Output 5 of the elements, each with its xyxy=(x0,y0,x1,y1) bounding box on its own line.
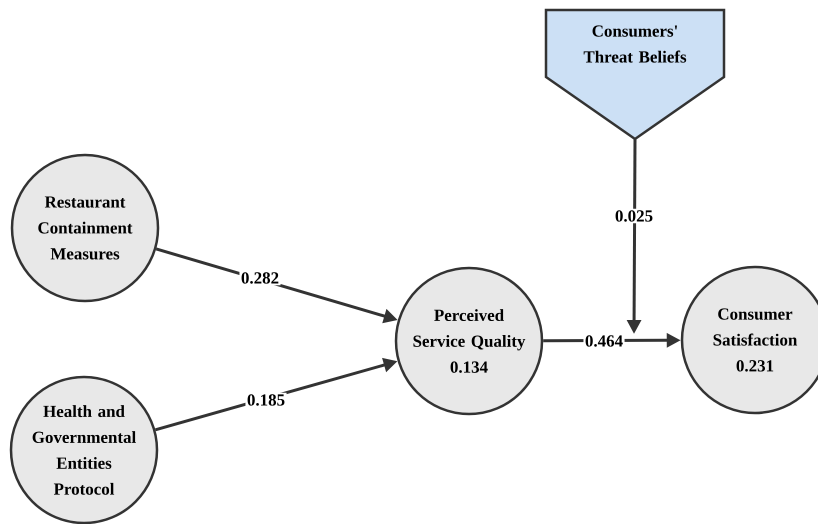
edge-label: 0.185 xyxy=(245,392,287,408)
moderator-pentagon: Consumers' Threat Beliefs xyxy=(544,8,726,141)
edge-label: 0.464 xyxy=(583,334,625,348)
edge-label: 0.025 xyxy=(613,208,655,224)
edge-label: 0.282 xyxy=(239,270,281,286)
